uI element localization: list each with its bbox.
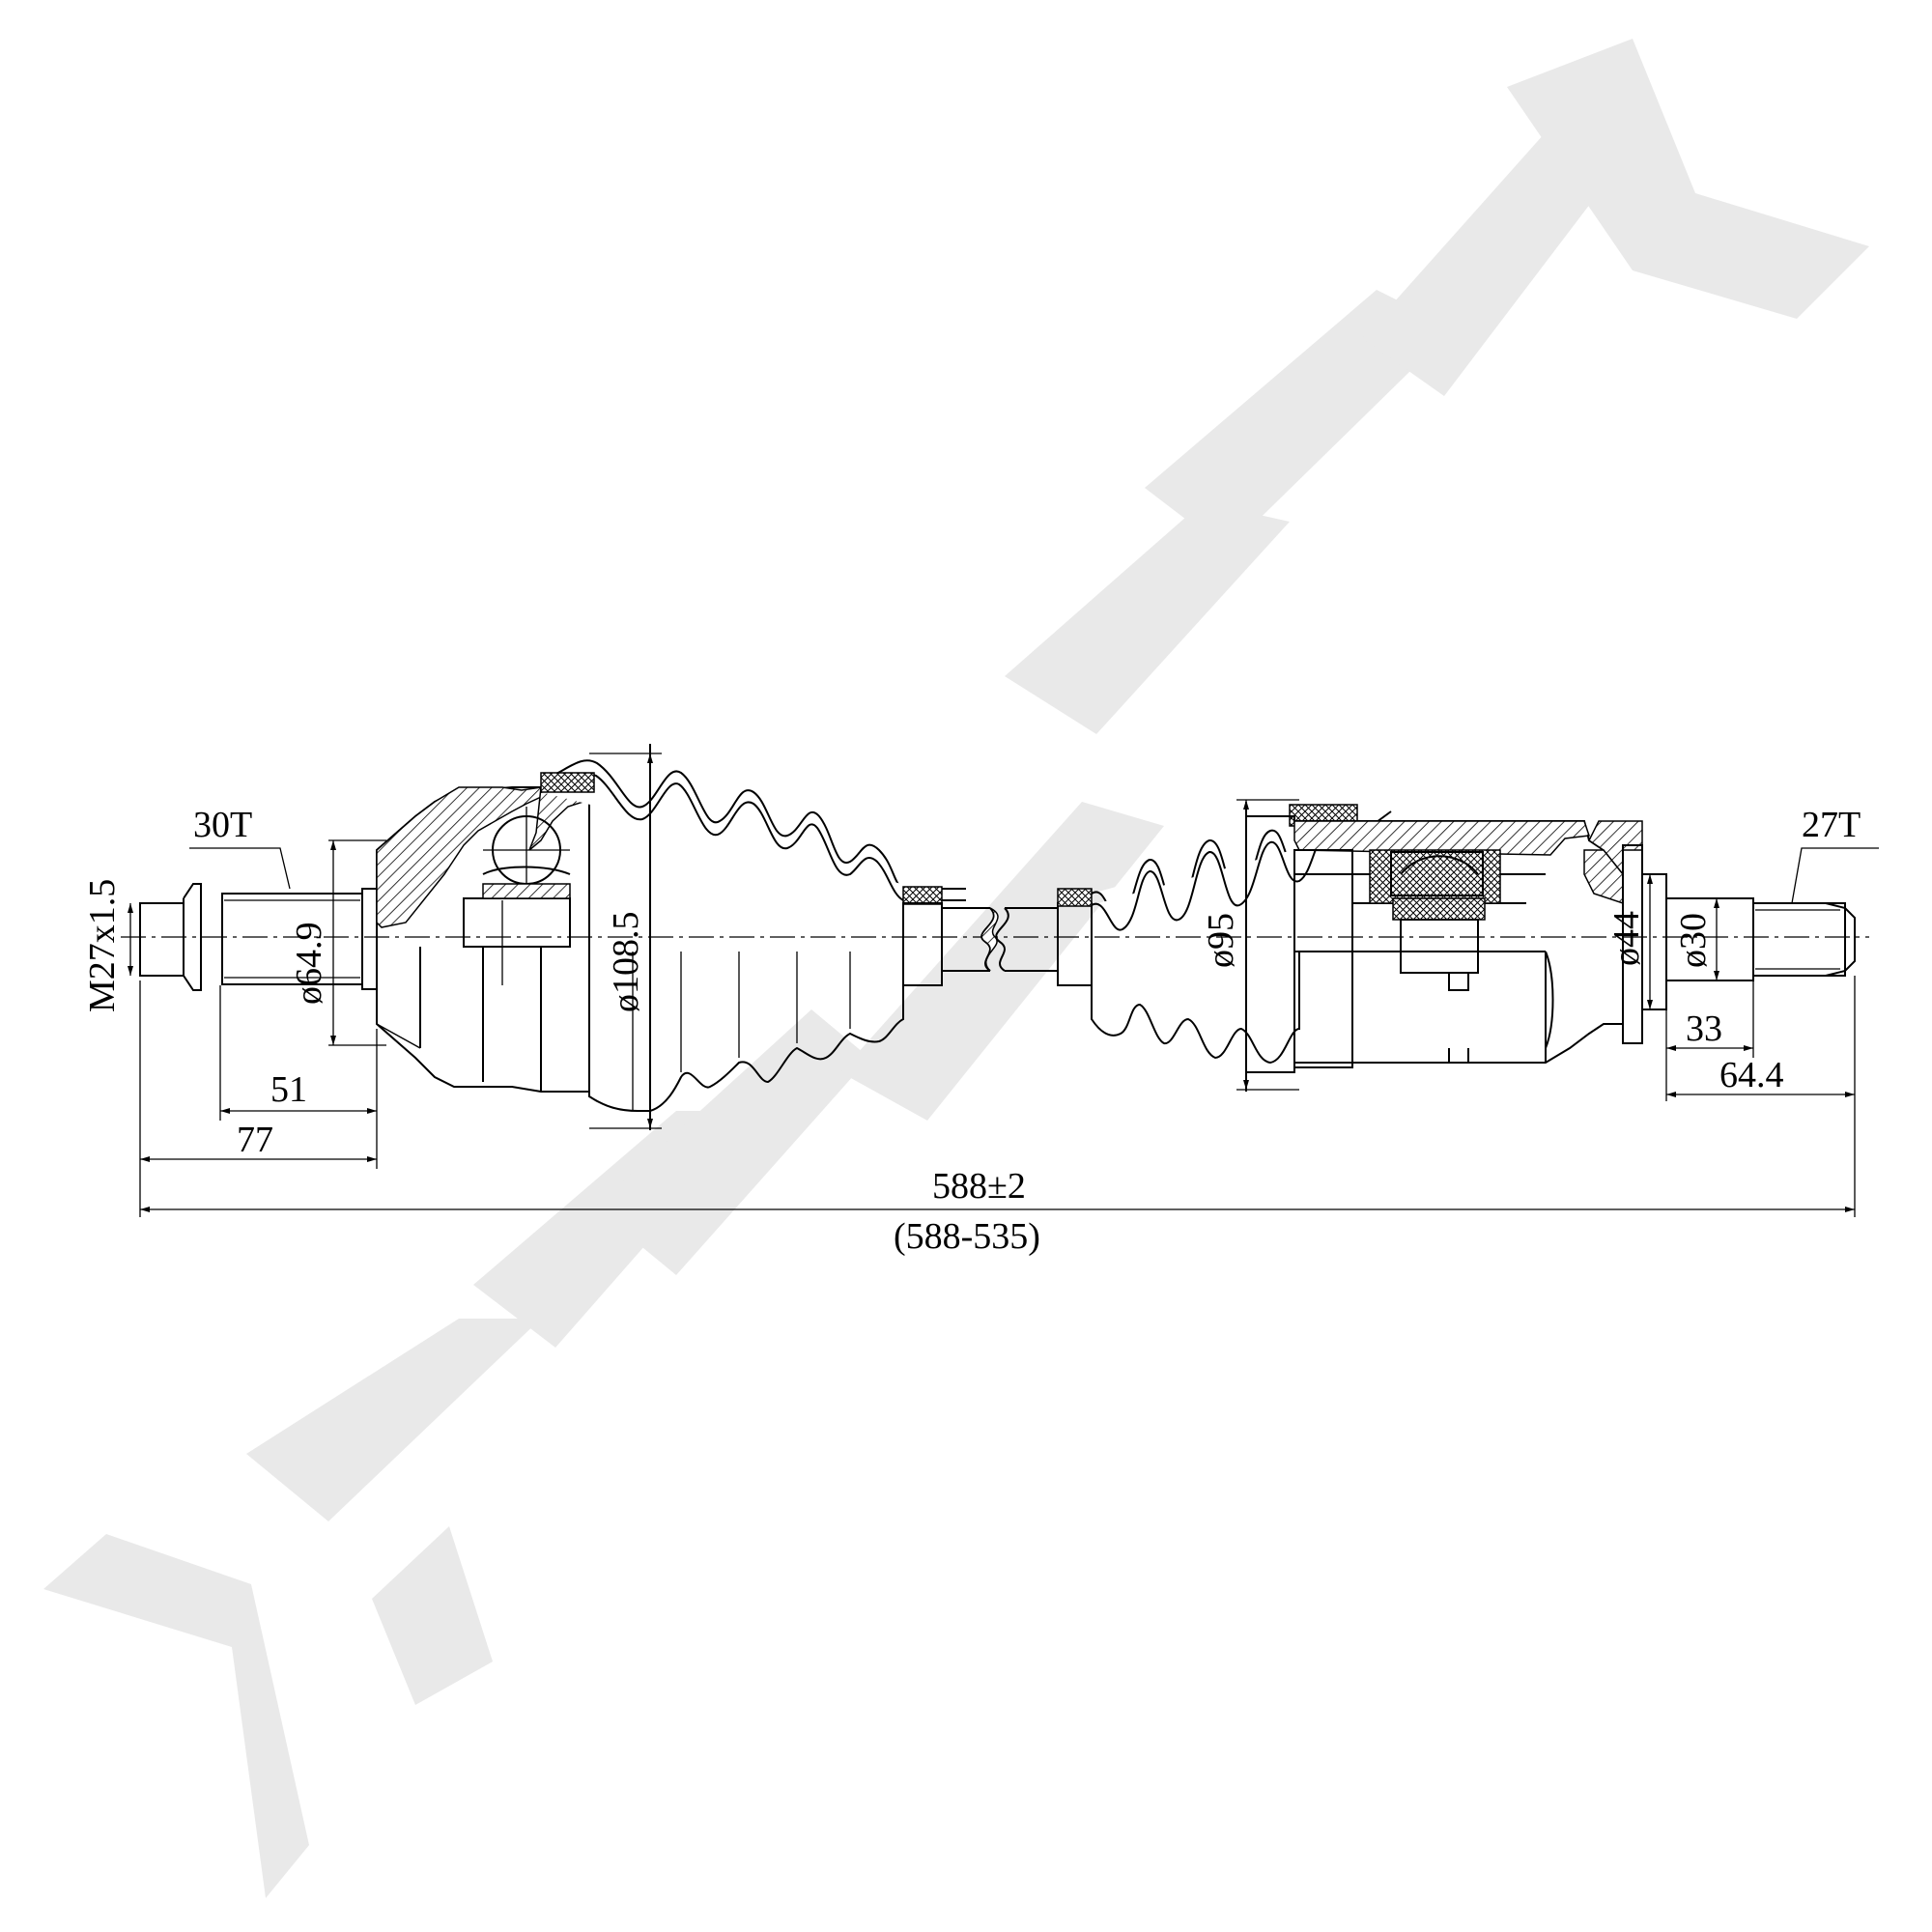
outer-boot-clamp-small <box>902 886 943 905</box>
label-overall-range: (588-535) <box>894 1216 1040 1257</box>
outer-cv-joint <box>139 781 590 1093</box>
label-thread: M27x1.5 <box>82 879 123 1012</box>
shaft-break-left <box>980 907 999 972</box>
watermark-letter-n <box>840 802 1164 1121</box>
watermark-letter-e-bottom <box>372 1526 493 1705</box>
outer-housing-section <box>376 786 542 928</box>
label-overall: 588±2 <box>932 1166 1026 1207</box>
outer-inner-race <box>463 897 571 948</box>
inner-boot-wave-inner <box>1091 822 1392 931</box>
label-outer-boot-diameter: ø108.5 <box>606 912 646 1013</box>
label-housing-diameter: ø44 <box>1606 911 1647 966</box>
label-33: 33 <box>1686 1009 1722 1049</box>
inner-tripod-joint <box>1245 815 1856 1073</box>
outer-boot-clamp-large <box>540 772 595 793</box>
intermediate-shaft <box>902 888 1093 986</box>
watermark-letter-w-right <box>1145 290 1454 551</box>
label-30t: 30T <box>193 805 252 845</box>
leader-27t <box>1791 847 1879 904</box>
dimension-labels: 30T M27x1.5 ø64.9 ø108.5 ø95 ø44 ø30 27T… <box>82 805 1861 1257</box>
outer-boot-wave-inner <box>540 772 966 901</box>
inner-housing-cap <box>1293 820 1591 856</box>
outer-cage <box>482 883 571 899</box>
label-shaft-diameter: ø30 <box>1673 913 1714 968</box>
watermark-letter-k-stem <box>1362 116 1642 396</box>
inner-tripod-spider <box>1392 897 1486 921</box>
inner-boot-clamp-small <box>1057 888 1093 907</box>
label-64-4: 64.4 <box>1719 1055 1784 1095</box>
watermark-letter-w-left <box>1005 502 1290 734</box>
label-27t: 27T <box>1802 805 1861 845</box>
label-inner-boot-diameter: ø95 <box>1201 913 1241 968</box>
label-51: 51 <box>270 1069 307 1110</box>
watermark-letter-k-arm <box>1507 39 1869 319</box>
inner-spline-27t <box>1752 902 1846 977</box>
inner-boot-lower-folds <box>1091 952 1300 1065</box>
label-journal-diameter: ø64.9 <box>289 923 329 1006</box>
outer-thread-stub <box>139 902 185 977</box>
leader-30t <box>189 847 291 890</box>
watermark-letter-z-diagonal <box>246 1319 541 1521</box>
inner-housing-body <box>1293 849 1353 1068</box>
watermark-letter-z <box>43 1534 309 1898</box>
outer-boot-lower-folds <box>588 952 904 1112</box>
outer-nut-collar <box>183 883 202 991</box>
watermark-logo <box>43 39 1869 1898</box>
label-77: 77 <box>237 1120 273 1160</box>
dimension-lines <box>128 753 1879 1217</box>
outer-journal <box>361 888 378 990</box>
shaft-outer-collar <box>902 902 943 986</box>
watermark-letter-e-top <box>594 1009 869 1275</box>
